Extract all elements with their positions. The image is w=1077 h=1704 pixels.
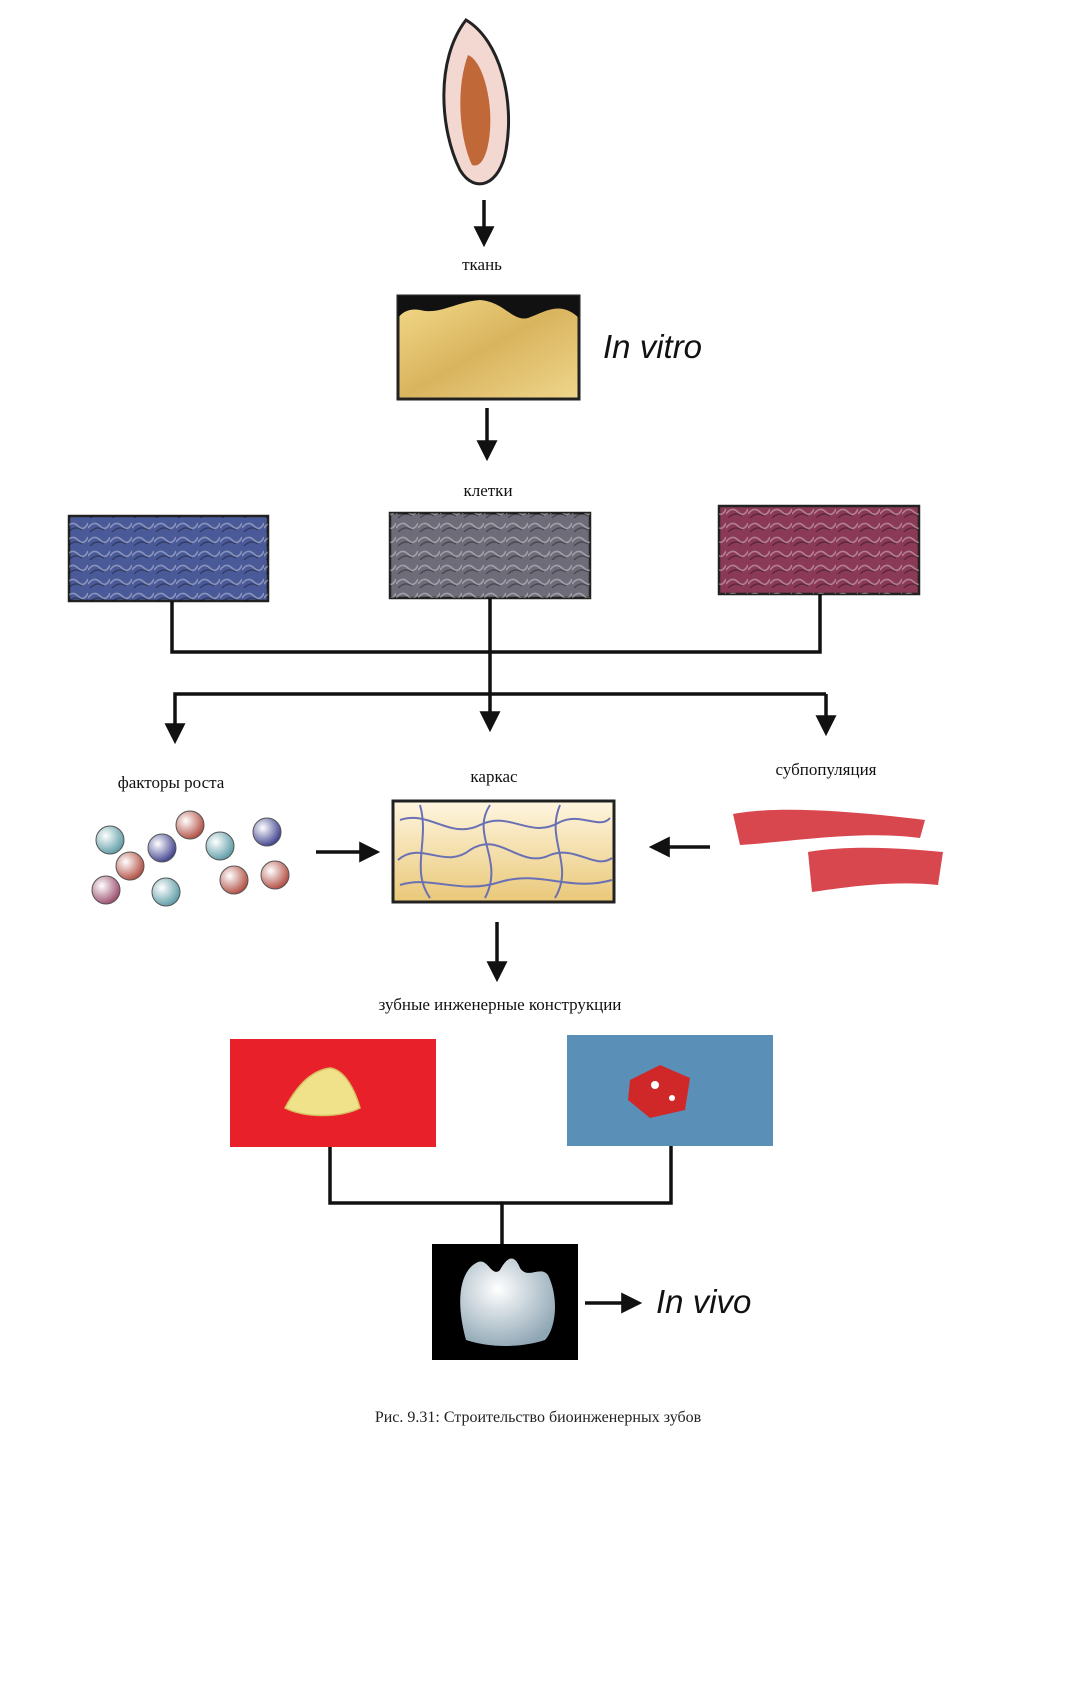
label-in-vivo: In vivo: [656, 1283, 752, 1320]
cells-connector: [164, 594, 837, 745]
cells-culture-maroon: [717, 504, 921, 596]
cells-culture-blue: [67, 514, 270, 603]
label-scaffold: каркас: [470, 767, 518, 786]
label-subpopulation: субпопуляция: [775, 760, 877, 779]
label-constructs: зубные инженерные конструкции: [378, 995, 622, 1014]
construct-red-panel: [230, 1039, 436, 1147]
constructs-connector: [328, 1146, 673, 1244]
cells-culture-gray: [388, 511, 592, 600]
tooth-source-icon: [442, 18, 510, 186]
figure-caption: Рис. 9.31: Строительство биоинженерных з…: [374, 1409, 702, 1426]
label-tissue: ткань: [462, 255, 502, 274]
construct-blue-panel: [567, 1035, 773, 1146]
growth-factors-spheres: [91, 810, 290, 907]
label-growth-factors: факторы роста: [117, 773, 225, 792]
label-in-vitro: In vitro: [603, 328, 703, 365]
scaffold-block: [391, 799, 616, 904]
tissue-block: [396, 294, 581, 401]
label-cells: клетки: [463, 481, 513, 500]
subpopulation-strokes: [733, 809, 943, 892]
engineered-tooth-icon: [432, 1244, 578, 1360]
